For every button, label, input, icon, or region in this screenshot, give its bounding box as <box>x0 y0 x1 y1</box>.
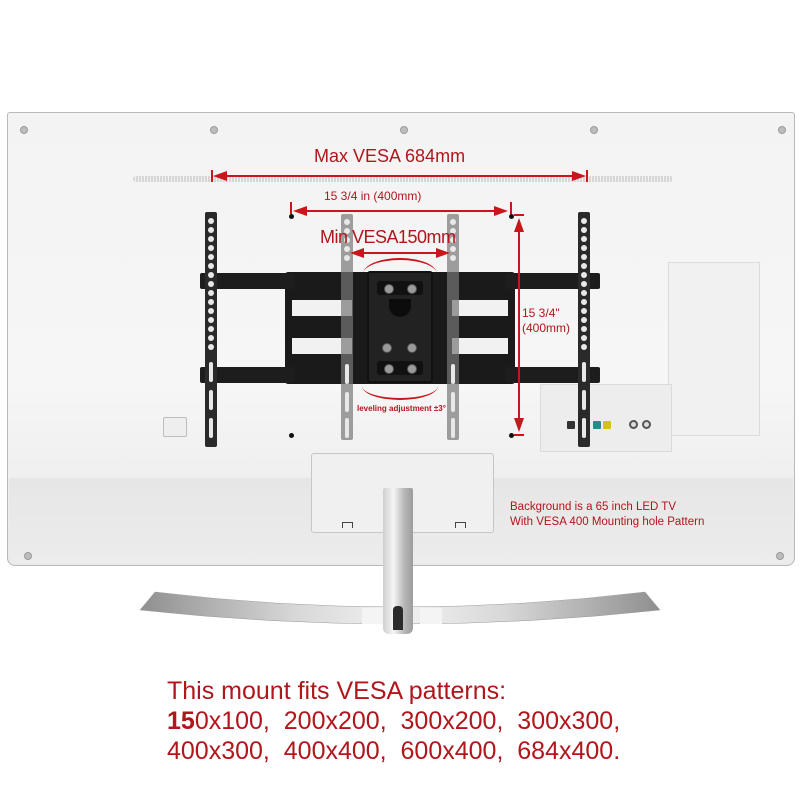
screw-icon <box>590 126 598 134</box>
arrow-right-icon <box>494 206 508 216</box>
screw-icon <box>210 126 218 134</box>
leveling-arc-top <box>363 258 437 290</box>
tv-io-panel <box>540 384 672 452</box>
screw-icon <box>20 126 28 134</box>
dimension-tick <box>514 434 524 436</box>
caption-row-1: 150x100, 200x200, 300x200, 300x300, <box>167 706 620 736</box>
min-vesa-label: Min VESA150mm <box>320 227 456 247</box>
vertical-400-dimension-line <box>518 232 520 418</box>
mount-arm-top <box>505 273 600 289</box>
mount-rail-inner-left <box>341 214 353 440</box>
vesa-hole-icon <box>289 433 294 438</box>
stand-neck <box>383 488 413 634</box>
caption-row-1-bold: 15 <box>167 707 195 735</box>
dimension-tick <box>290 202 292 214</box>
mount-rail-left <box>205 212 217 447</box>
mount-arm-bottom <box>505 367 600 383</box>
vesa-hole-icon <box>509 214 514 219</box>
arm-gap <box>452 300 508 316</box>
caption-title: This mount fits VESA patterns: <box>167 677 507 705</box>
power-port-icon <box>163 417 187 437</box>
dimension-tick <box>510 202 512 214</box>
leveling-arc-bottom <box>362 372 438 400</box>
arrow-down-icon <box>514 418 524 432</box>
arrow-right-icon <box>436 248 450 258</box>
caption-row-1-rest: 0x100, 200x200, 300x200, 300x300, <box>194 707 621 735</box>
arrow-up-icon <box>514 218 524 232</box>
min-vesa-dimension-line <box>360 252 440 254</box>
dimension-tick <box>211 170 213 182</box>
arm-gap <box>452 338 508 354</box>
arrow-right-icon <box>572 171 586 181</box>
vesa-hole-icon <box>509 433 514 438</box>
port-icon <box>567 421 575 429</box>
av-port-icon <box>603 421 611 429</box>
vertical-400-label-line1: 15 3/4" <box>522 306 560 320</box>
horizontal-400-dimension-line <box>300 210 502 212</box>
arm-gap <box>292 338 352 354</box>
arrow-left-icon <box>293 206 307 216</box>
vesa-hole-icon <box>289 214 294 219</box>
screw-icon <box>24 552 32 560</box>
vertical-400-label-line2: (400mm) <box>522 321 571 335</box>
screw-icon <box>400 126 408 134</box>
background-note-line1: Background is a 65 inch LED TV <box>510 501 676 513</box>
vertical-400-label: 15 3/4" (400mm) <box>522 306 570 336</box>
horizontal-400-label: 15 3/4 in (400mm) <box>324 189 422 203</box>
caption-row-2: 400x300, 400x400, 600x400, 684x400. <box>167 737 621 765</box>
mount-rail-right <box>578 212 590 447</box>
dimension-tick <box>514 214 524 216</box>
arrow-left-icon <box>213 171 227 181</box>
background-note-line2: With VESA 400 Mounting hole Pattern <box>510 516 705 528</box>
coax-port-icon <box>629 420 638 429</box>
mount-arm-bottom <box>200 367 295 383</box>
tv-label-card <box>668 262 760 436</box>
tv-vent-strip <box>133 176 673 182</box>
mount-rail-inner-right <box>447 214 459 440</box>
mount-arm-top <box>200 273 295 289</box>
av-port-icon <box>593 421 601 429</box>
max-vesa-label: Max VESA 684mm <box>314 146 466 166</box>
max-vesa-dimension-line <box>220 175 580 177</box>
vesa-compatibility-caption: This mount fits VESA patterns: 150x100, … <box>167 676 620 766</box>
coax-port-icon <box>642 420 651 429</box>
background-note: Background is a 65 inch LED TV With VESA… <box>510 500 704 530</box>
dimension-tick <box>586 170 588 182</box>
screw-icon <box>776 552 784 560</box>
arrow-left-icon <box>350 248 364 258</box>
arm-gap <box>292 300 352 316</box>
screw-icon <box>778 126 786 134</box>
leveling-label: leveling adjustment ±3° <box>357 404 446 413</box>
